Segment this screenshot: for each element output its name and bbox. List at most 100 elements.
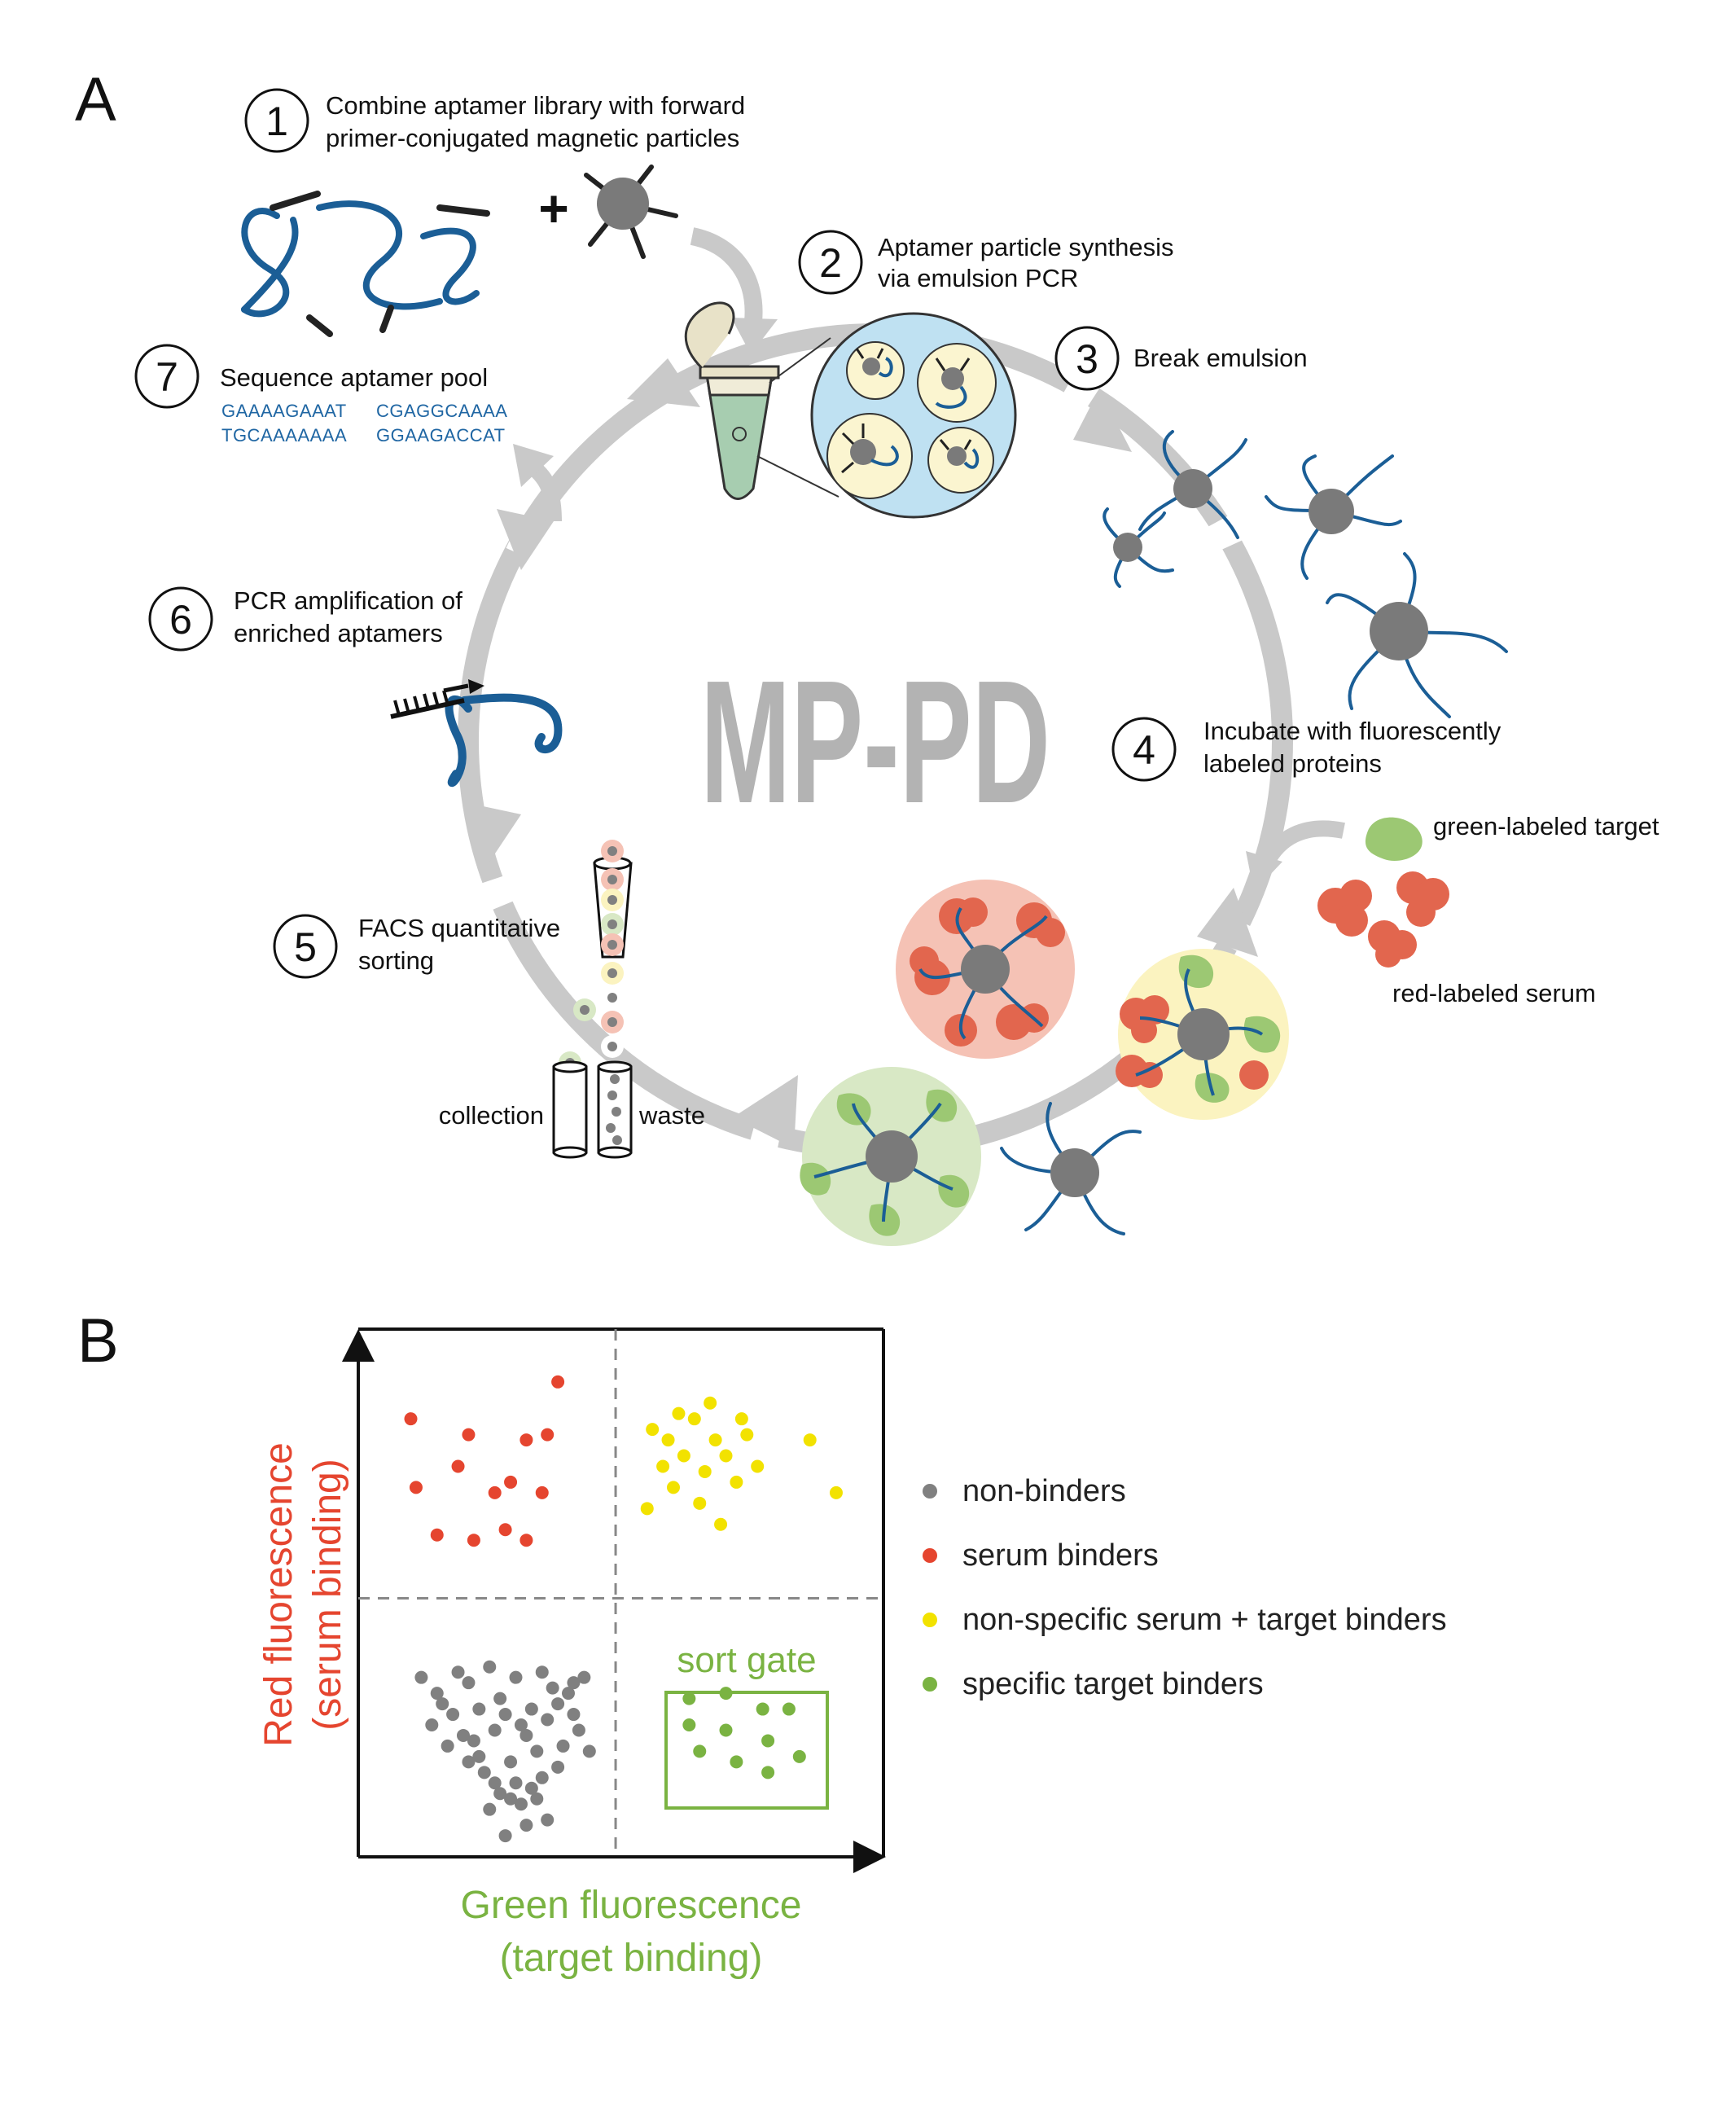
data-point-series-2 <box>504 1475 518 1489</box>
data-point-series-3 <box>640 1502 654 1516</box>
waste-label: waste <box>638 1101 705 1130</box>
emulsion-droplets <box>810 312 1017 519</box>
zoom-line-bottom <box>756 455 840 498</box>
data-point-series-2 <box>541 1428 555 1442</box>
data-point-series-4 <box>756 1702 769 1716</box>
red-serum-proteins <box>1317 871 1449 968</box>
data-point-series-1 <box>509 1670 523 1684</box>
data-point-series-1 <box>414 1670 428 1684</box>
data-point-series-2 <box>498 1523 512 1537</box>
step-1: 1 Combine aptamer library with forward p… <box>244 88 745 153</box>
data-point-series-2 <box>535 1485 549 1499</box>
data-point-series-1 <box>462 1676 476 1690</box>
data-point-series-3 <box>730 1475 743 1489</box>
data-point-series-1 <box>436 1697 449 1711</box>
green-target-label: green-labeled target <box>1433 812 1659 840</box>
step-3: 3 Break emulsion <box>1054 326 1308 391</box>
data-point-series-3 <box>698 1464 712 1478</box>
sequence-1: GAAAAGAAAT <box>221 401 347 421</box>
data-point-series-4 <box>782 1702 796 1716</box>
step-4-arrow <box>1259 820 1345 867</box>
step-7: 7 Sequence aptamer pool GAAAAGAAAT CGAGG… <box>134 344 507 445</box>
aptamer-library <box>241 191 490 337</box>
data-point-series-1 <box>530 1792 544 1806</box>
data-point-series-1 <box>514 1718 528 1731</box>
data-point-series-1 <box>519 1819 533 1832</box>
step-5: 5 FACS quantitative sorting <box>273 914 560 979</box>
data-point-series-3 <box>646 1423 660 1437</box>
data-point-series-1 <box>562 1687 575 1700</box>
step-1-arrow <box>690 227 763 323</box>
data-point-series-1 <box>567 1676 581 1690</box>
step-6: 6 PCR amplification of enriched aptamers <box>148 586 462 652</box>
step-1-arrowhead <box>731 318 778 354</box>
pcr-amplification-icon <box>390 679 563 788</box>
data-point-series-1 <box>441 1739 454 1753</box>
data-point-series-3 <box>677 1449 690 1463</box>
data-point-series-1 <box>467 1734 480 1748</box>
plus-sign: + <box>538 179 568 238</box>
data-point-series-1 <box>430 1687 444 1700</box>
data-point-series-2 <box>451 1459 465 1473</box>
x-axis-label-line2: (target binding) <box>500 1937 763 1980</box>
panel-b-label: B <box>77 1306 119 1376</box>
data-point-series-2 <box>404 1412 418 1426</box>
data-point-series-4 <box>693 1744 707 1758</box>
facs-nozzle-icon <box>559 840 633 1074</box>
legend-label-1: non-binders <box>962 1474 1126 1508</box>
data-point-series-3 <box>714 1517 728 1531</box>
data-point-series-4 <box>761 1734 775 1748</box>
data-point-series-3 <box>687 1412 701 1426</box>
red-serum-label: red-labeled serum <box>1392 979 1596 1007</box>
step-3-number: 3 <box>1076 336 1098 382</box>
sequence-4: GGAAGACCAT <box>376 425 506 445</box>
data-point-series-1 <box>462 1755 476 1769</box>
step-2-line2: via emulsion PCR <box>878 264 1078 292</box>
step-7-line1: Sequence aptamer pool <box>220 363 488 392</box>
step-4: 4 Incubate with fluorescently labeled pr… <box>1111 717 1501 782</box>
data-point-series-3 <box>693 1496 707 1510</box>
data-point-series-1 <box>504 1755 518 1769</box>
data-point-series-1 <box>535 1771 549 1784</box>
data-point-series-4 <box>682 1718 696 1731</box>
data-point-series-1 <box>567 1708 581 1722</box>
data-point-series-2 <box>519 1534 533 1547</box>
unbound-particle <box>1000 1102 1142 1235</box>
data-point-series-1 <box>582 1744 596 1758</box>
data-point-series-3 <box>803 1433 817 1447</box>
data-point-series-1 <box>524 1781 538 1795</box>
sequence-3: TGCAAAAAAA <box>221 425 347 445</box>
step-1-number: 1 <box>265 99 288 144</box>
data-point-series-1 <box>446 1708 460 1722</box>
data-point-series-1 <box>514 1797 528 1811</box>
legend-marker-3 <box>923 1613 937 1627</box>
step-1-line1: Combine aptamer library with forward <box>326 91 745 120</box>
data-point-series-4 <box>792 1749 806 1763</box>
data-point-series-3 <box>829 1485 843 1499</box>
data-point-series-1 <box>519 1728 533 1742</box>
data-point-series-1 <box>504 1792 518 1806</box>
data-point-series-2 <box>488 1485 502 1499</box>
pcr-tube-icon <box>684 301 780 500</box>
green-target-protein <box>1365 817 1423 861</box>
data-point-series-1 <box>530 1744 544 1758</box>
step-4-line1: Incubate with fluorescently <box>1203 717 1501 745</box>
data-point-series-2 <box>551 1375 565 1389</box>
aptamer-particles-free <box>1103 430 1508 718</box>
data-point-series-1 <box>541 1813 555 1827</box>
step-2-number: 2 <box>819 240 842 286</box>
y-axis-label-line1: Red fluorescence <box>257 1442 300 1747</box>
legend-marker-2 <box>923 1548 937 1563</box>
step-1-line2: primer-conjugated magnetic particles <box>326 124 739 152</box>
data-point-series-1 <box>498 1829 512 1843</box>
data-point-series-1 <box>551 1760 565 1774</box>
data-point-series-3 <box>661 1433 675 1447</box>
data-point-series-1 <box>483 1802 497 1816</box>
step-2: 2 Aptamer particle synthesis via emulsio… <box>798 230 1174 295</box>
specific-bound-particle <box>800 1067 981 1246</box>
data-point-series-1 <box>541 1713 555 1727</box>
panel-a-label: A <box>75 65 116 134</box>
waste-tube-icon <box>597 1060 633 1159</box>
scatter-plot: sort gate <box>342 1327 886 1873</box>
